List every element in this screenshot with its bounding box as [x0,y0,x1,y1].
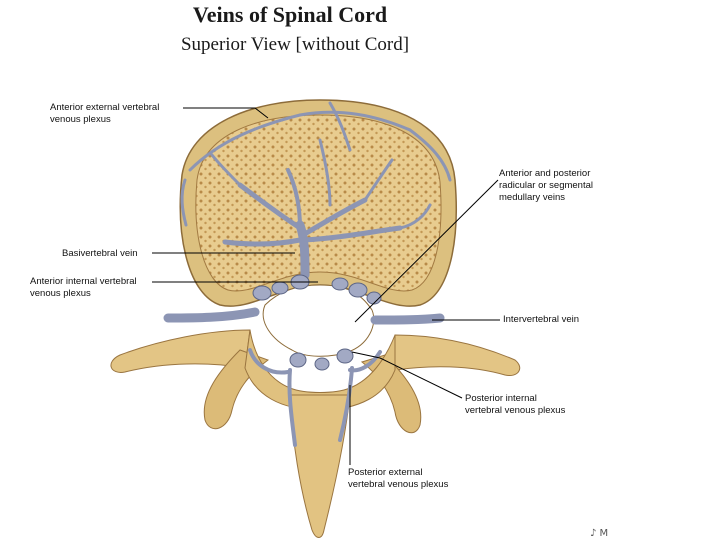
leader-lines [152,107,500,465]
posterior-external-plexus [248,348,382,447]
label-radicular-medullary-veins: Anterior and posterior radicular or segm… [499,168,593,203]
basivertebral-vein [210,138,432,280]
intervertebral-veins [163,307,445,325]
posterior-internal-plexus [289,348,354,371]
diagram-subtitle: Superior View [without Cord] [180,34,410,55]
cancellous-bone [195,114,442,292]
label-intervertebral-vein: Intervertebral vein [503,314,580,325]
label-posterior-internal-plexus: Posterior internal vertebral venous plex… [465,393,566,416]
label-anterior-external-plexus: Anterior external vertebral venous plexu… [50,102,160,125]
right-transverse-process [394,334,521,377]
anterior-internal-plexus [252,274,382,305]
label-basivertebral-vein: Basivertebral vein [62,248,138,259]
diagram-title: Veins of Spinal Cord [192,2,388,27]
vertebral-foramen [262,284,375,357]
corner-mark: ♪ M [590,528,609,539]
anterior-external-plexus [180,101,452,227]
label-anterior-internal-plexus: Anterior internal vertebral venous plexu… [30,276,137,299]
label-posterior-external-plexus: Posterior external vertebral venous plex… [348,467,449,490]
left-transverse-process [110,329,251,373]
spinous-process [289,394,351,538]
